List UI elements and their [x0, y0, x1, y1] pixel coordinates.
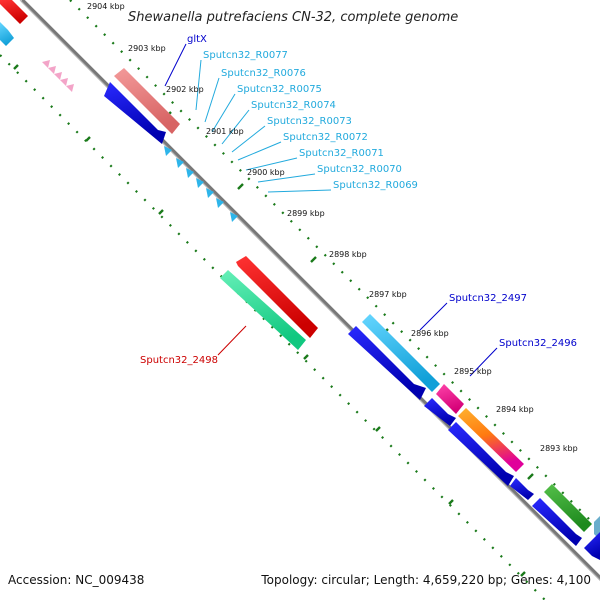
gene-forward-blue-5[interactable] [510, 478, 534, 500]
gene-features [0, 0, 600, 560]
gene-edge-blue[interactable] [584, 532, 600, 560]
feature-label-2498[interactable]: Sputcn32_2498 [140, 355, 218, 366]
label-leader-lines [164, 43, 498, 377]
rrna-arrows[interactable] [42, 60, 74, 92]
feature-label-R0075[interactable]: Sputcn32_R0075 [237, 84, 322, 95]
genome-summary: Topology: circular; Length: 4,659,220 bp… [261, 573, 591, 587]
feature-label-2497[interactable]: Sputcn32_2497 [449, 293, 527, 304]
feature-label-R0072[interactable]: Sputcn32_R0072 [283, 132, 368, 143]
gene-forward-blue-4[interactable] [448, 422, 514, 486]
gene-Sputcn32_2498[interactable] [220, 270, 306, 350]
feature-label-R0071[interactable]: Sputcn32_R0071 [299, 148, 384, 159]
trna-arrows[interactable] [164, 146, 238, 222]
position-labels: 2904 kbp 2903 kbp 2902 kbp 2901 kbp 2900… [87, 2, 578, 453]
position-label-2900: 2900 kbp [247, 168, 285, 177]
gene-Sputcn32_2496[interactable] [436, 384, 464, 414]
tick-track-inner [0, 54, 546, 601]
position-label-2902: 2902 kbp [166, 85, 204, 94]
feature-label-R0074[interactable]: Sputcn32_R0074 [251, 100, 336, 111]
gene-forward-blue-2[interactable] [348, 326, 426, 400]
feature-labels: gltX Sputcn32_R0077 Sputcn32_R0076 Sputc… [140, 34, 577, 366]
gene-feature-topleft-red[interactable] [0, 0, 28, 24]
position-label-2897: 2897 kbp [369, 290, 407, 299]
gene-forward-blue-1[interactable] [104, 82, 166, 144]
position-label-2896: 2896 kbp [411, 329, 449, 338]
gene-Sputcn32_2497[interactable] [362, 314, 440, 392]
gene-feature-topleft-cyan[interactable] [0, 22, 14, 46]
feature-label-R0077[interactable]: Sputcn32_R0077 [203, 50, 288, 61]
position-label-2895: 2895 kbp [454, 367, 492, 376]
feature-label-R0070[interactable]: Sputcn32_R0070 [317, 164, 402, 175]
position-label-2903: 2903 kbp [128, 44, 166, 53]
gene-dark-green[interactable] [544, 484, 592, 532]
position-label-2894: 2894 kbp [496, 405, 534, 414]
tick-track-outer [69, 0, 600, 531]
gene-forward-blue-6[interactable] [532, 498, 582, 546]
accession-info: Accession: NC_009438 [8, 573, 145, 587]
gene-orange[interactable] [458, 408, 524, 472]
position-label-2898: 2898 kbp [329, 250, 367, 259]
position-label-2893: 2893 kbp [540, 444, 578, 453]
feature-label-gltX[interactable]: gltX [187, 34, 207, 45]
feature-label-R0076[interactable]: Sputcn32_R0076 [221, 68, 306, 79]
feature-label-R0073[interactable]: Sputcn32_R0073 [267, 116, 352, 127]
gene-gltX-bar[interactable] [114, 68, 180, 134]
genome-title: Shewanella putrefaciens CN-32, complete … [128, 10, 459, 25]
feature-label-2496[interactable]: Sputcn32_2496 [499, 338, 577, 349]
feature-label-R0069[interactable]: Sputcn32_R0069 [333, 180, 418, 191]
position-label-2901: 2901 kbp [206, 127, 244, 136]
gene-forward-blue-3[interactable] [424, 398, 456, 426]
position-label-2904: 2904 kbp [87, 2, 125, 11]
position-label-2899: 2899 kbp [287, 209, 325, 218]
gene-reverse-red[interactable] [236, 256, 318, 338]
